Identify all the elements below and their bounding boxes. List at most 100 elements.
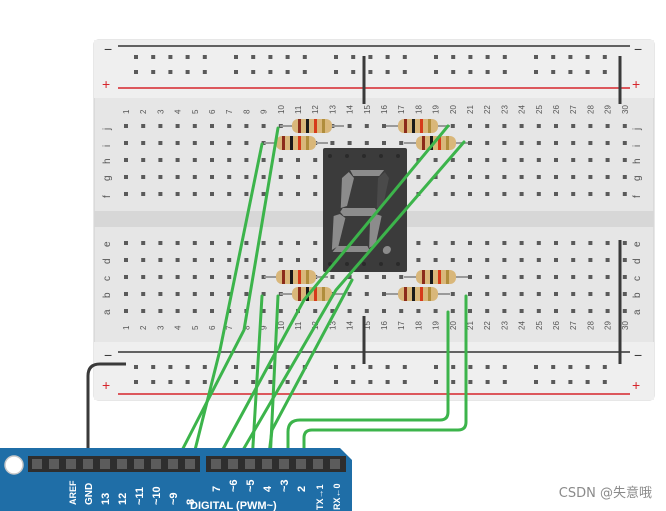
pin-socket[interactable] xyxy=(32,459,42,469)
breadboard-hole[interactable] xyxy=(124,292,128,296)
breadboard-hole[interactable] xyxy=(622,309,627,313)
breadboard-hole[interactable] xyxy=(519,175,524,179)
gnd-wire[interactable] xyxy=(86,362,126,462)
pin-socket[interactable] xyxy=(151,459,161,469)
breadboard-hole[interactable] xyxy=(185,365,190,369)
breadboard-hole[interactable] xyxy=(364,275,369,279)
breadboard-hole[interactable] xyxy=(468,380,473,384)
pin-socket[interactable] xyxy=(168,459,178,469)
breadboard-hole[interactable] xyxy=(485,380,490,384)
breadboard-hole[interactable] xyxy=(192,124,197,128)
breadboard-hole[interactable] xyxy=(347,275,352,279)
breadboard-hole[interactable] xyxy=(571,309,576,313)
breadboard-hole[interactable] xyxy=(261,175,266,179)
breadboard-hole[interactable] xyxy=(402,380,407,384)
breadboard-hole[interactable] xyxy=(278,309,283,313)
breadboard-hole[interactable] xyxy=(251,365,256,369)
breadboard-hole[interactable] xyxy=(124,275,128,279)
breadboard-hole[interactable] xyxy=(192,158,197,162)
breadboard-hole[interactable] xyxy=(382,275,386,279)
pin-socket[interactable] xyxy=(66,459,76,469)
breadboard-hole[interactable] xyxy=(151,70,156,74)
breadboard-hole[interactable] xyxy=(554,258,558,262)
breadboard-hole[interactable] xyxy=(468,124,472,128)
resistor[interactable] xyxy=(404,136,468,150)
breadboard-hole[interactable] xyxy=(588,141,593,145)
breadboard-hole[interactable] xyxy=(451,380,456,384)
breadboard-hole[interactable] xyxy=(192,309,197,313)
breadboard-hole[interactable] xyxy=(368,70,373,74)
breadboard-hole[interactable] xyxy=(330,275,335,279)
breadboard-hole[interactable] xyxy=(571,158,576,162)
breadboard-hole[interactable] xyxy=(554,241,558,245)
breadboard-hole[interactable] xyxy=(536,158,541,162)
breadboard-hole[interactable] xyxy=(502,158,507,162)
breadboard-hole[interactable] xyxy=(296,241,300,245)
breadboard-hole[interactable] xyxy=(585,380,590,384)
breadboard-hole[interactable] xyxy=(568,70,573,74)
breadboard-hole[interactable] xyxy=(141,141,146,145)
breadboard-hole[interactable] xyxy=(347,124,352,128)
breadboard-hole[interactable] xyxy=(605,309,610,313)
breadboard-hole[interactable] xyxy=(244,275,249,279)
breadboard-hole[interactable] xyxy=(334,55,338,59)
pin-socket[interactable] xyxy=(49,459,59,469)
breadboard-hole[interactable] xyxy=(534,70,538,74)
breadboard-hole[interactable] xyxy=(185,55,190,59)
resistor[interactable] xyxy=(264,270,328,284)
breadboard-hole[interactable] xyxy=(605,141,610,145)
breadboard-hole[interactable] xyxy=(334,70,338,74)
breadboard-hole[interactable] xyxy=(502,241,507,245)
breadboard-hole[interactable] xyxy=(468,175,472,179)
breadboard-hole[interactable] xyxy=(416,309,421,313)
breadboard-hole[interactable] xyxy=(313,175,318,179)
breadboard-hole[interactable] xyxy=(588,175,593,179)
pin-socket[interactable] xyxy=(330,459,340,469)
green-wire[interactable] xyxy=(234,140,466,464)
breadboard-hole[interactable] xyxy=(192,141,197,145)
breadboard-hole[interactable] xyxy=(210,292,214,296)
breadboard-hole[interactable] xyxy=(519,141,524,145)
breadboard-hole[interactable] xyxy=(168,70,173,74)
breadboard-hole[interactable] xyxy=(622,258,627,262)
breadboard-hole[interactable] xyxy=(368,365,373,369)
breadboard-hole[interactable] xyxy=(175,241,180,245)
breadboard-hole[interactable] xyxy=(622,158,627,162)
breadboard-hole[interactable] xyxy=(227,275,232,279)
breadboard-hole[interactable] xyxy=(124,241,128,245)
breadboard-hole[interactable] xyxy=(536,309,541,313)
breadboard-hole[interactable] xyxy=(244,175,249,179)
breadboard-hole[interactable] xyxy=(585,365,590,369)
pin-socket[interactable] xyxy=(245,459,255,469)
breadboard-hole[interactable] xyxy=(485,158,490,162)
breadboard-hole[interactable] xyxy=(334,380,338,384)
breadboard-hole[interactable] xyxy=(519,192,524,196)
breadboard-hole[interactable] xyxy=(451,70,456,74)
breadboard-hole[interactable] xyxy=(536,292,541,296)
breadboard-hole[interactable] xyxy=(385,70,390,74)
breadboard-hole[interactable] xyxy=(588,275,593,279)
breadboard-hole[interactable] xyxy=(251,70,256,74)
breadboard-hole[interactable] xyxy=(485,275,490,279)
breadboard-hole[interactable] xyxy=(605,175,610,179)
breadboard-hole[interactable] xyxy=(278,241,283,245)
seven-segment-display[interactable] xyxy=(323,148,407,272)
breadboard-hole[interactable] xyxy=(141,124,146,128)
breadboard-hole[interactable] xyxy=(519,124,524,128)
breadboard-hole[interactable] xyxy=(605,158,610,162)
breadboard-hole[interactable] xyxy=(605,258,610,262)
breadboard-hole[interactable] xyxy=(302,380,307,384)
breadboard-hole[interactable] xyxy=(588,292,593,296)
pin-socket[interactable] xyxy=(100,459,110,469)
breadboard-hole[interactable] xyxy=(554,175,558,179)
breadboard-hole[interactable] xyxy=(141,275,146,279)
breadboard-hole[interactable] xyxy=(175,258,180,262)
breadboard-hole[interactable] xyxy=(141,175,146,179)
breadboard-hole[interactable] xyxy=(588,241,593,245)
breadboard-hole[interactable] xyxy=(244,258,249,262)
breadboard-hole[interactable] xyxy=(502,141,507,145)
breadboard-hole[interactable] xyxy=(622,141,627,145)
breadboard-hole[interactable] xyxy=(588,309,593,313)
breadboard-hole[interactable] xyxy=(622,241,627,245)
breadboard-hole[interactable] xyxy=(571,175,576,179)
